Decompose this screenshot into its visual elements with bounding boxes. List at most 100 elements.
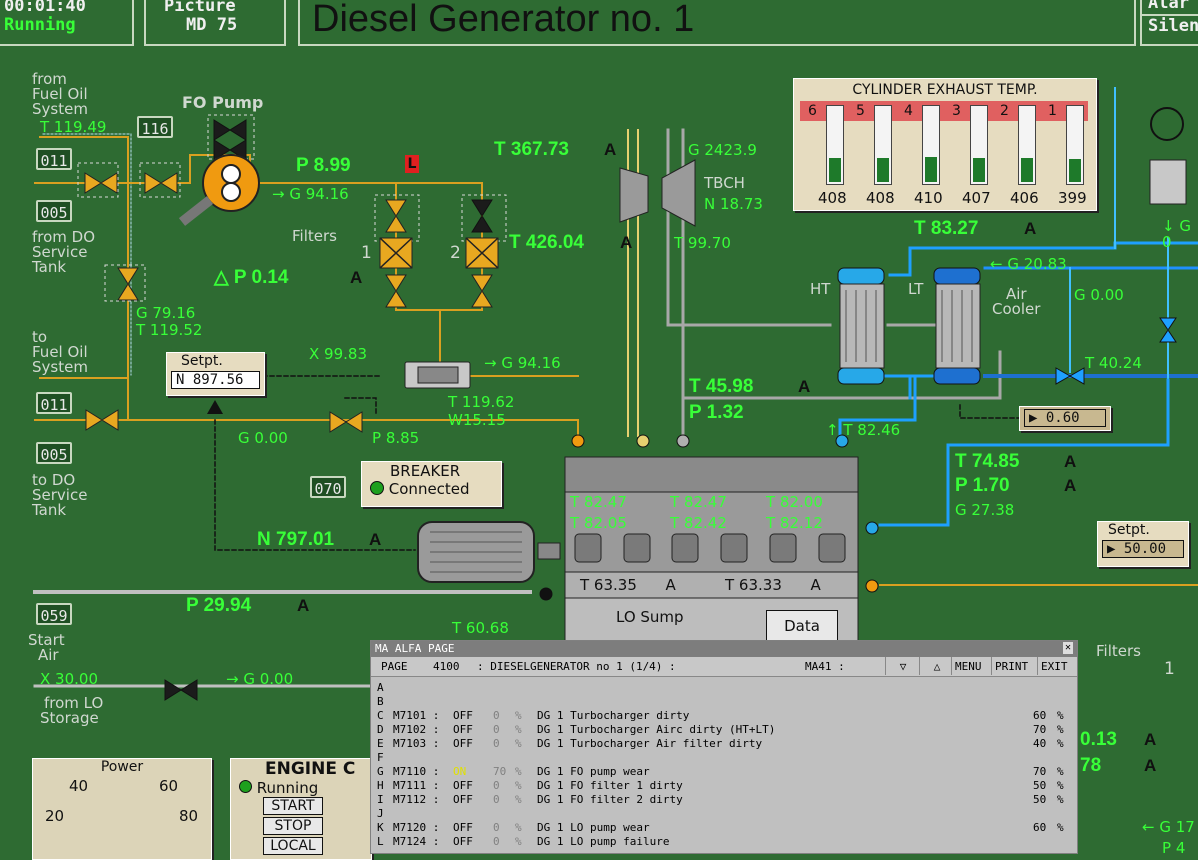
alarm-description: DG 1 LO pump wear	[537, 821, 650, 834]
alarm-row[interactable]: J	[377, 807, 1073, 821]
alarm-unit: %	[515, 835, 522, 848]
alarm-state: OFF	[453, 737, 473, 750]
cw-setpoint-value[interactable]: ▶ 50.00	[1102, 540, 1184, 558]
start-button[interactable]: START	[263, 797, 323, 815]
data-button[interactable]: Data	[766, 610, 838, 642]
local-button[interactable]: LOCAL	[263, 837, 323, 855]
cw-pressure: P 1.70	[955, 475, 1010, 496]
auto-indicator-cw-p: A	[1064, 476, 1077, 495]
tag-011-bottom[interactable]: 011	[36, 392, 72, 414]
breaker-box[interactable]: BREAKER Connected	[361, 461, 502, 507]
rack-position: X 99.83	[309, 345, 367, 363]
tag-070[interactable]: 070	[310, 476, 346, 498]
power-gauge-panel: Power 40 60 20 80	[32, 758, 212, 860]
ht-water-temp: T 83.27	[914, 218, 979, 239]
alarm-row[interactable]: A	[377, 681, 1073, 695]
exhaust-temp-bar	[826, 105, 844, 185]
alarm-state: OFF	[453, 793, 473, 806]
alarm-description: DG 1 LO pump failure	[537, 835, 670, 848]
alarm-unit: %	[515, 723, 522, 736]
low-alarm-flag: L	[405, 155, 419, 173]
auto-indicator-cw-t: A	[1064, 452, 1077, 471]
exhaust-in-temp: T 367.73	[494, 139, 569, 160]
alarm-panel[interactable]: Alar Silen	[1140, 0, 1198, 46]
auto-indicator-dp: A	[350, 268, 363, 287]
exhaust-title: CYLINDER EXHAUST TEMP.	[852, 82, 1038, 98]
tag-116[interactable]: 116	[137, 116, 173, 138]
tag-005-top[interactable]: 005	[36, 200, 72, 222]
alarm-state: OFF	[453, 821, 473, 834]
exhaust-temp-value: 407	[962, 189, 991, 207]
alarm-row[interactable]: F	[377, 751, 1073, 765]
speed-setpoint-box[interactable]: Setpt. N 897.56	[166, 352, 265, 396]
lt-valve-box[interactable]: ▶ 0.60	[1019, 406, 1111, 431]
alarm-key: F	[377, 751, 384, 764]
alarm-limit: 60	[1033, 821, 1047, 834]
auto-indicator-scav: A	[798, 377, 811, 396]
alarm-key: H	[377, 779, 384, 792]
alarm-description: DG 1 Turbocharger Airc dirty (HT+LT)	[537, 723, 776, 736]
close-icon[interactable]: ✕	[1063, 642, 1073, 654]
alarm-id: M7124 :	[393, 835, 440, 848]
popup-title: MA ALFA PAGE	[375, 642, 455, 655]
alarm-id: M7102 :	[393, 723, 440, 736]
ma-label: MA41 :	[805, 660, 845, 673]
engine-control-title: ENGINE C	[265, 759, 356, 779]
exhaust-temp-value: 408	[818, 189, 847, 207]
cw-setpoint-box[interactable]: Setpt. ▶ 50.00	[1097, 521, 1189, 567]
alarm-row[interactable]: B	[377, 695, 1073, 709]
alarm-limit-unit: %	[1057, 709, 1064, 722]
ma-alfa-window[interactable]: MA ALFA PAGE ✕ PAGE 4100 : DIESELGENERAT…	[370, 640, 1078, 854]
popup-title-bar[interactable]: MA ALFA PAGE ✕	[371, 641, 1077, 657]
rack-flow: → G 94.16	[484, 354, 561, 372]
power-tick-60: 60	[159, 777, 179, 795]
bearing-temp-2: T 63.33 A	[725, 576, 821, 594]
cylinder-number: 4	[904, 103, 913, 119]
cyl-temp-4: T 82.05	[570, 514, 627, 532]
breaker-label: BREAKER	[390, 462, 461, 480]
menu-button[interactable]: MENU	[951, 657, 985, 675]
cw-temp: T 74.85	[955, 451, 1020, 472]
alarm-unit: %	[515, 737, 522, 750]
alarm-state: ON	[453, 765, 467, 778]
filter-2-label: 2	[450, 243, 461, 263]
lt-valve-value[interactable]: ▶ 0.60	[1024, 409, 1106, 427]
exit-button[interactable]: EXIT	[1037, 657, 1071, 675]
cyl-temp-1: T 82.47	[570, 493, 627, 511]
tag-059[interactable]: 059	[36, 603, 72, 625]
engine-control-panel: ENGINE C Running START STOP LOCAL	[230, 758, 372, 860]
exhaust-temp-fill	[1021, 158, 1033, 182]
auto-indicator-exh-in: A	[604, 140, 617, 159]
alarm-limit: 40	[1033, 737, 1047, 750]
alarm-key: I	[377, 793, 384, 806]
right-flow-top: ↓ G 0	[1162, 217, 1191, 251]
page-up-icon[interactable]: △	[919, 657, 954, 675]
stop-button[interactable]: STOP	[263, 817, 323, 835]
speed-setpoint-value[interactable]: N 897.56	[171, 371, 260, 389]
tag-011-top[interactable]: 011	[36, 148, 72, 170]
picture-panel[interactable]: Picture MD 75	[144, 0, 286, 46]
lt-water-temp: T 40.24	[1085, 354, 1142, 372]
bearing-temp-1: T 63.35 A	[580, 576, 676, 594]
cylinder-number: 5	[856, 103, 865, 119]
page-down-icon[interactable]: ▽	[885, 657, 920, 675]
tbch-label: TBCH	[704, 174, 745, 192]
alarm-limit: 70	[1033, 723, 1047, 736]
alarm-description: DG 1 FO filter 2 dirty	[537, 793, 683, 806]
print-button[interactable]: PRINT	[991, 657, 1031, 675]
alarm-button[interactable]: Alar	[1148, 0, 1189, 13]
tag-005-bottom[interactable]: 005	[36, 442, 72, 464]
silence-button[interactable]: Silen	[1142, 14, 1198, 36]
